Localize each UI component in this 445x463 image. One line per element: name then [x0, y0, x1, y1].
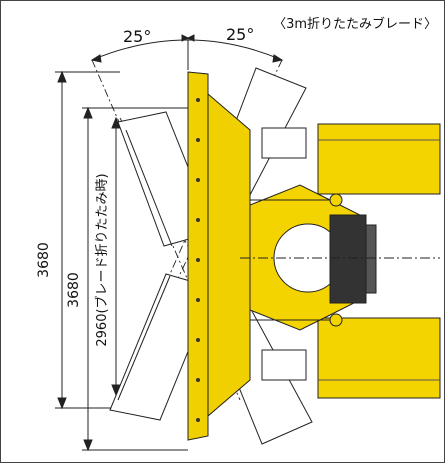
dim-inner-label: 3680 — [66, 272, 82, 308]
arc-arrow-mid-left — [181, 34, 190, 42]
arc-arrow-right — [272, 54, 284, 63]
dimension-lines — [55, 70, 188, 452]
machine-frame — [249, 184, 377, 331]
pin-lower — [329, 313, 343, 327]
track-lower — [317, 317, 441, 399]
angle-left-label: 25° — [123, 27, 151, 46]
right-bracket-lower — [261, 349, 307, 381]
dim-outer-label: 3680 — [36, 242, 52, 278]
engine-block — [329, 214, 367, 304]
angle-arcs — [90, 34, 284, 70]
left-blade-edge-2 — [117, 275, 171, 401]
dim-folded-label: 2960(ブレード折りたたみ時) — [94, 173, 110, 346]
angle-arc — [91, 39, 283, 61]
main-blade — [187, 71, 251, 441]
diagram-caption: 〈3m折りたたみブレード〉 — [273, 16, 437, 32]
left-blade-edge — [125, 129, 173, 247]
blade-back — [207, 92, 251, 418]
angle-right-label: 25° — [226, 25, 254, 44]
right-bracket-upper — [261, 127, 307, 159]
dim-inner-arrow-bottom — [83, 439, 93, 452]
track-upper — [317, 123, 441, 195]
dim-inner-arrow-top — [83, 106, 93, 119]
engine-detail — [365, 224, 377, 294]
dim-outer-arrow-top — [57, 70, 67, 83]
arc-arrow-mid-right — [186, 34, 195, 42]
pin-upper — [329, 193, 343, 207]
blade-bolts — [196, 98, 200, 422]
dim-outer-arrow-bottom — [57, 397, 67, 410]
tracks — [317, 123, 441, 399]
arc-arrow-left — [90, 54, 102, 63]
blade-body — [187, 71, 209, 441]
